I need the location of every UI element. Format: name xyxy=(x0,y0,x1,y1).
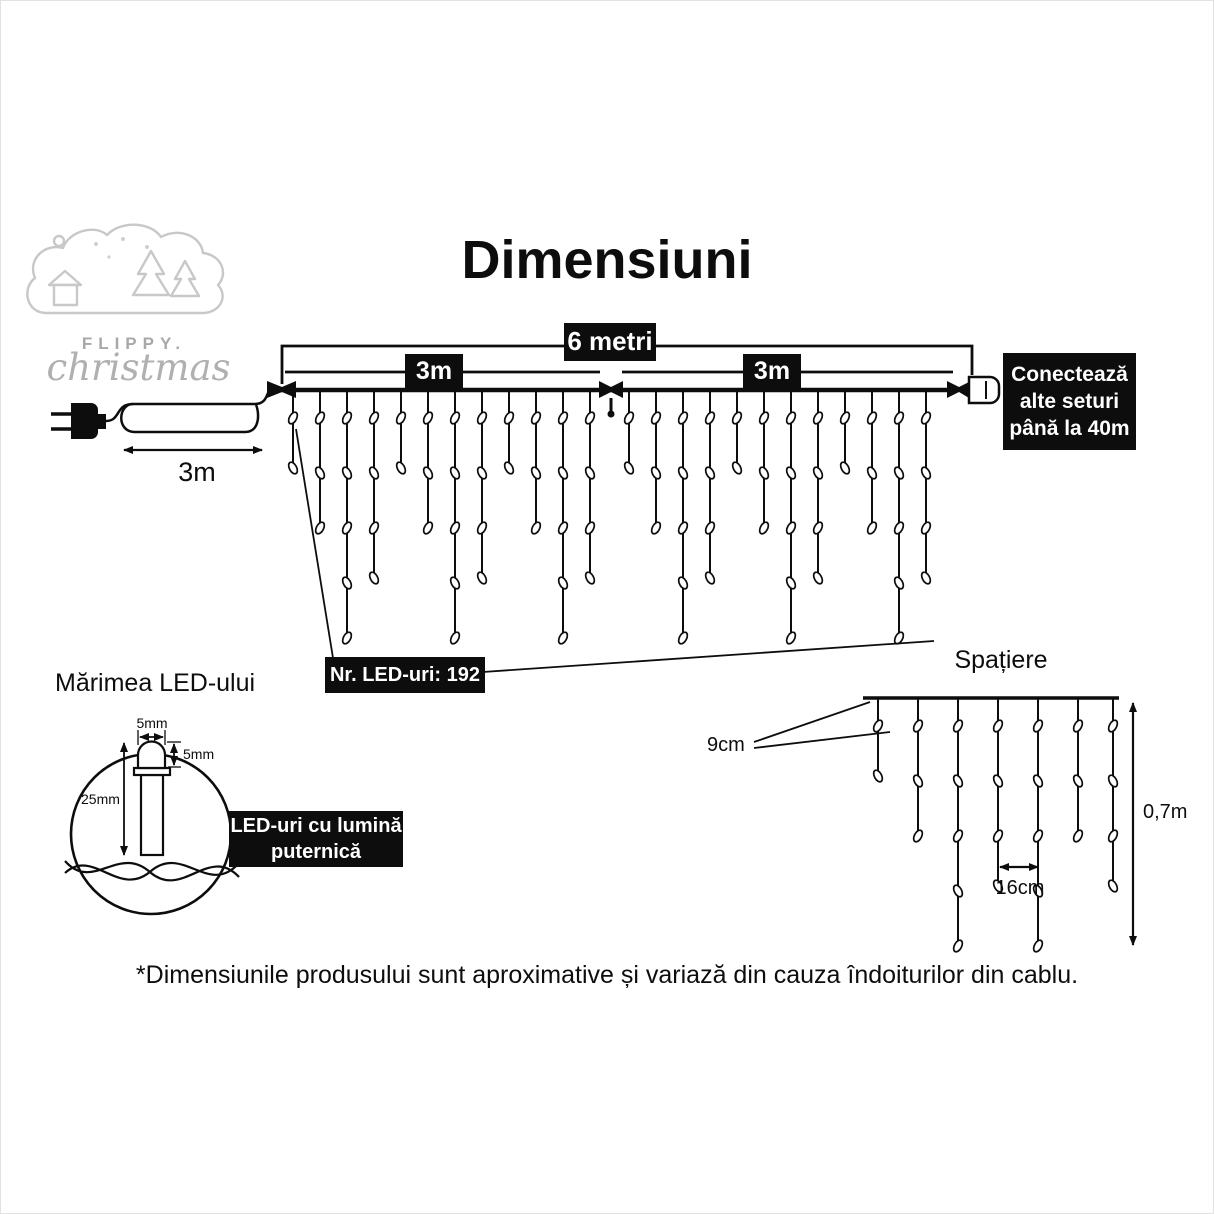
bulb-cap-height-label: 5mm xyxy=(183,746,215,762)
left-half-length-box: 3m xyxy=(405,354,463,389)
bulb-length-label: 25mm xyxy=(81,791,120,807)
brand-name: FLIPPY. xyxy=(81,334,187,353)
led-count-leader-left xyxy=(295,428,334,659)
power-plug-art xyxy=(51,392,270,439)
drop-length-label: 0,7m xyxy=(1143,801,1188,823)
logo-cloud-art xyxy=(26,223,225,315)
spacing-diagram-art xyxy=(753,696,1137,953)
drop-gap-label: 16cm xyxy=(995,877,1045,899)
total-length-box: 6 metri xyxy=(564,323,656,361)
led-note-box: LED-uri cu lumină puternică xyxy=(229,811,403,867)
right-half-length-box: 3m xyxy=(743,354,801,389)
led-gap-label: 9cm xyxy=(707,734,745,756)
extension-note-box: Conectează alte seturi până la 40m xyxy=(1003,353,1136,450)
icicle-strands-right xyxy=(623,390,932,645)
led-size-section-title: Mărimea LED-ului xyxy=(55,669,256,697)
spacing-section-title: Spațiere xyxy=(954,646,1048,674)
bulb-width-label: 5mm xyxy=(136,715,168,731)
cable-connectors xyxy=(267,375,1001,418)
footnote: *Dimensiunile produsului sunt aproximati… xyxy=(135,961,1079,989)
led-count-box: Nr. LED-uri: 192 xyxy=(325,657,485,693)
page-title: Dimensiuni xyxy=(461,230,753,290)
led-count-leader-right xyxy=(482,640,935,673)
lead-length-label: 3m xyxy=(178,457,216,487)
brand-script-name: christmas xyxy=(46,346,231,389)
led-zoom-art xyxy=(64,730,240,916)
icicle-strands-left xyxy=(287,390,596,645)
